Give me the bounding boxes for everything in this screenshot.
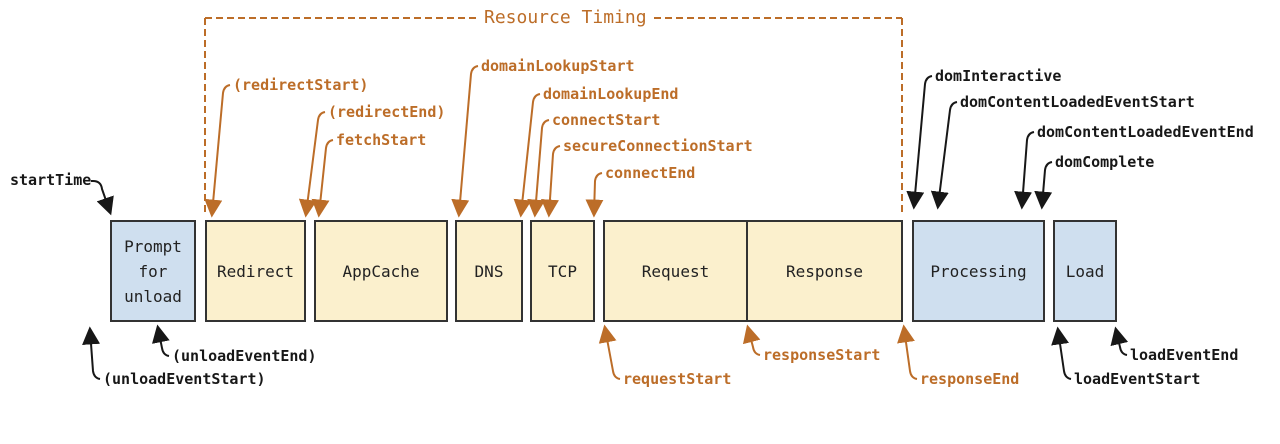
arrow-connect-end <box>585 172 604 218</box>
arrow-dom-interactive <box>906 75 933 210</box>
label-request-start: requestStart <box>623 370 732 388</box>
box-appcache-label: AppCache <box>342 261 420 281</box>
label-connect-end: connectEnd <box>605 164 696 182</box>
label-load-event-end: loadEventEnd <box>1130 346 1239 364</box>
label-unload-event-end: (unloadEventEnd) <box>172 347 317 365</box>
label-unload-event-start: (unloadEventStart) <box>103 370 266 388</box>
arrow-request-start <box>598 324 621 380</box>
resource-timing-bracket <box>204 17 903 216</box>
arrow-load-event-start <box>1051 326 1072 380</box>
label-start-time: startTime <box>10 171 92 189</box>
box-processing-label: Processing <box>930 261 1027 281</box>
box-tcp-label: TCP <box>548 261 577 281</box>
arrow-response-end <box>897 324 918 380</box>
box-appcache: AppCache <box>314 220 448 322</box>
resource-timing-title: Resource Timing <box>484 7 647 28</box>
arrow-connect-start <box>527 119 550 218</box>
label-response-start: responseStart <box>763 346 881 364</box>
box-request: Request <box>603 220 748 322</box>
arrow-domain-lookup-end <box>513 93 541 218</box>
arrow-response-start <box>742 324 761 356</box>
box-redirect: Redirect <box>205 220 306 322</box>
box-tcp: TCP <box>530 220 595 322</box>
box-request-label: Request <box>641 261 710 281</box>
arrow-dom-content-loaded-event-end <box>1014 131 1035 210</box>
label-connect-start: connectStart <box>552 111 661 129</box>
label-domain-lookup-end: domainLookupEnd <box>543 85 679 103</box>
label-fetch-start: fetchStart <box>336 131 427 149</box>
label-dom-content-loaded-event-end: domContentLoadedEventEnd <box>1037 123 1254 141</box>
label-dom-complete: domComplete <box>1055 153 1155 171</box>
box-prompt-for-unload-label: Prompt for unload <box>124 236 182 306</box>
box-load-label: Load <box>1065 261 1105 281</box>
label-redirect-end: (redirectEnd) <box>328 103 446 121</box>
label-response-end: responseEnd <box>920 370 1020 388</box>
arrow-start-time <box>91 180 114 216</box>
label-redirect-start: (redirectStart) <box>233 76 369 94</box>
arrow-dom-content-loaded-event-start <box>930 101 958 210</box>
arrow-redirect-start <box>204 84 231 218</box>
label-secure-connection-start: secureConnectionStart <box>563 137 753 155</box>
box-dns-label: DNS <box>474 261 504 281</box>
arrow-unload-event-end <box>151 324 170 357</box>
box-dns: DNS <box>455 220 523 322</box>
box-prompt-for-unload: Prompt for unload <box>110 220 196 322</box>
label-load-event-start: loadEventStart <box>1074 370 1201 388</box>
arrow-domain-lookup-start <box>451 65 479 218</box>
box-response-label: Response <box>785 261 864 281</box>
arrow-redirect-end <box>298 111 326 218</box>
label-dom-interactive: domInteractive <box>935 67 1062 85</box>
arrow-dom-complete <box>1034 161 1053 210</box>
box-processing: Processing <box>912 220 1045 322</box>
arrow-unload-event-start <box>82 326 101 380</box>
arrow-secure-connection-start <box>540 145 561 218</box>
label-domain-lookup-start: domainLookupStart <box>481 57 635 75</box>
arrow-load-event-end <box>1110 326 1129 356</box>
box-load: Load <box>1053 220 1117 322</box>
arrow-fetch-start <box>311 139 334 218</box>
box-redirect-label: Redirect <box>216 261 295 281</box>
label-dom-content-loaded-event-start: domContentLoadedEventStart <box>960 93 1195 111</box>
box-response: Response <box>746 220 903 322</box>
